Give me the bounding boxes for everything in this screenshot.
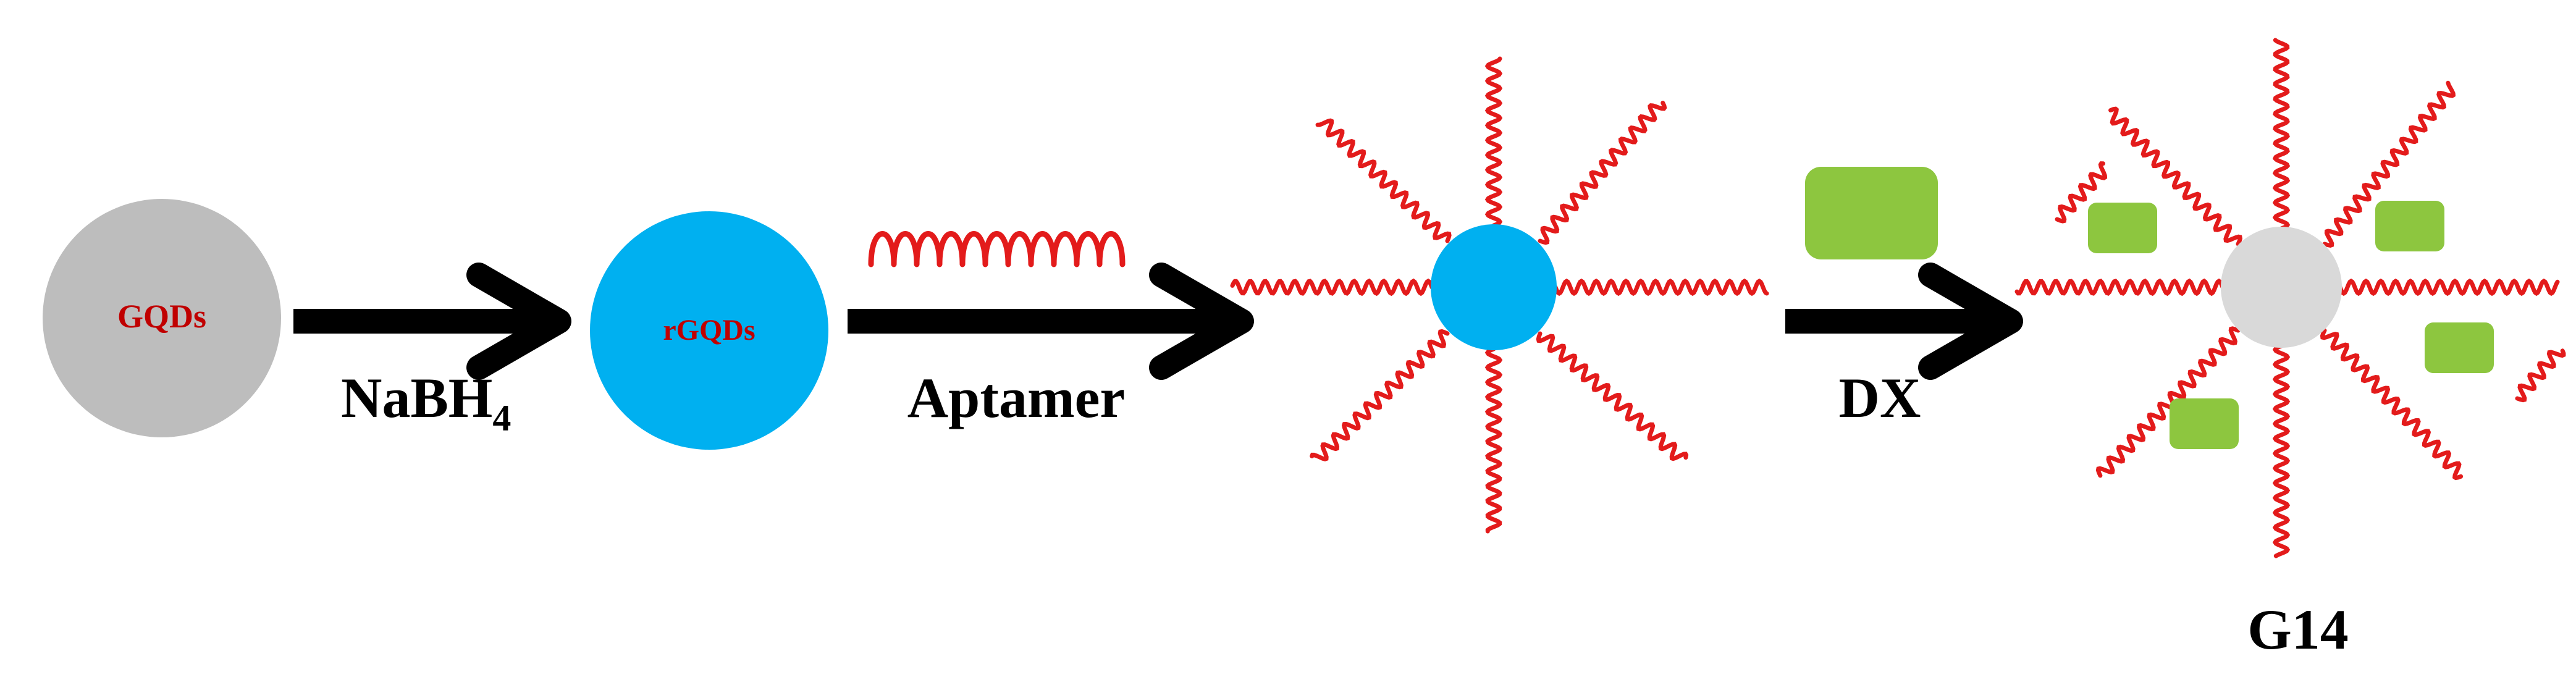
aptamer-strand	[1538, 101, 1667, 245]
dx-label: DX	[1839, 366, 1921, 429]
aptamer-strand-sample	[868, 231, 1126, 267]
reduction-label-subscript: 4	[492, 398, 511, 439]
aptamer-strand	[2338, 278, 2560, 297]
aptamer-strand	[1536, 331, 1689, 461]
aptamer-strand	[1230, 278, 1434, 297]
aptamer-strand	[1315, 118, 1452, 243]
aptamer-strand	[2322, 80, 2456, 248]
product-aptamer-strands	[2014, 38, 2566, 558]
dx-arrow-head	[1918, 263, 2023, 380]
product-label: G14	[2247, 598, 2349, 661]
aptamer-strand	[2014, 278, 2225, 297]
conjugate-core	[1431, 224, 1557, 350]
rgqds-circle	[590, 211, 828, 450]
aptamer-strand	[2272, 38, 2291, 231]
rgqds-label: rGQDs	[663, 314, 755, 347]
bound-dx-molecule	[2170, 398, 2239, 449]
reduction-label: NaBH4	[341, 366, 511, 439]
aptamer-strand	[1310, 329, 1450, 461]
gqds-label: GQDs	[117, 298, 206, 335]
bound-dx-molecule	[2375, 201, 2444, 251]
aptamer-strand	[1553, 278, 1769, 297]
aptamer-step: Aptamer	[848, 231, 1254, 429]
aptamer-strand	[1484, 347, 1503, 534]
reduction-arrow-head	[466, 263, 571, 380]
aptamer-strand	[2320, 328, 2464, 481]
rgqds-node: rGQDs	[590, 211, 828, 450]
conjugate-aptamer-strands	[1230, 56, 1769, 534]
aptamer-strand	[2055, 161, 2108, 224]
aptamer-strand	[2272, 343, 2291, 558]
dx-step: DX	[1785, 167, 2023, 429]
aptamer-arrow-head	[1149, 263, 1254, 380]
bound-dx-molecule	[2425, 322, 2494, 373]
gqds-node: GQDs	[43, 199, 281, 437]
reduction-step: NaBH4	[293, 263, 571, 439]
aptamer-strand	[2108, 106, 2242, 246]
bound-dx-molecule	[2088, 203, 2157, 253]
aptamer-label: Aptamer	[907, 366, 1126, 429]
g14-product: G14	[2014, 38, 2566, 661]
gqds-circle	[43, 199, 281, 437]
aptamer-strand	[1484, 56, 1503, 228]
dx-molecule-icon	[1805, 167, 1938, 259]
aptamer-strand	[2515, 348, 2566, 403]
product-core	[2221, 227, 2342, 348]
aptamer-rgqd-conjugate	[1230, 56, 1769, 534]
